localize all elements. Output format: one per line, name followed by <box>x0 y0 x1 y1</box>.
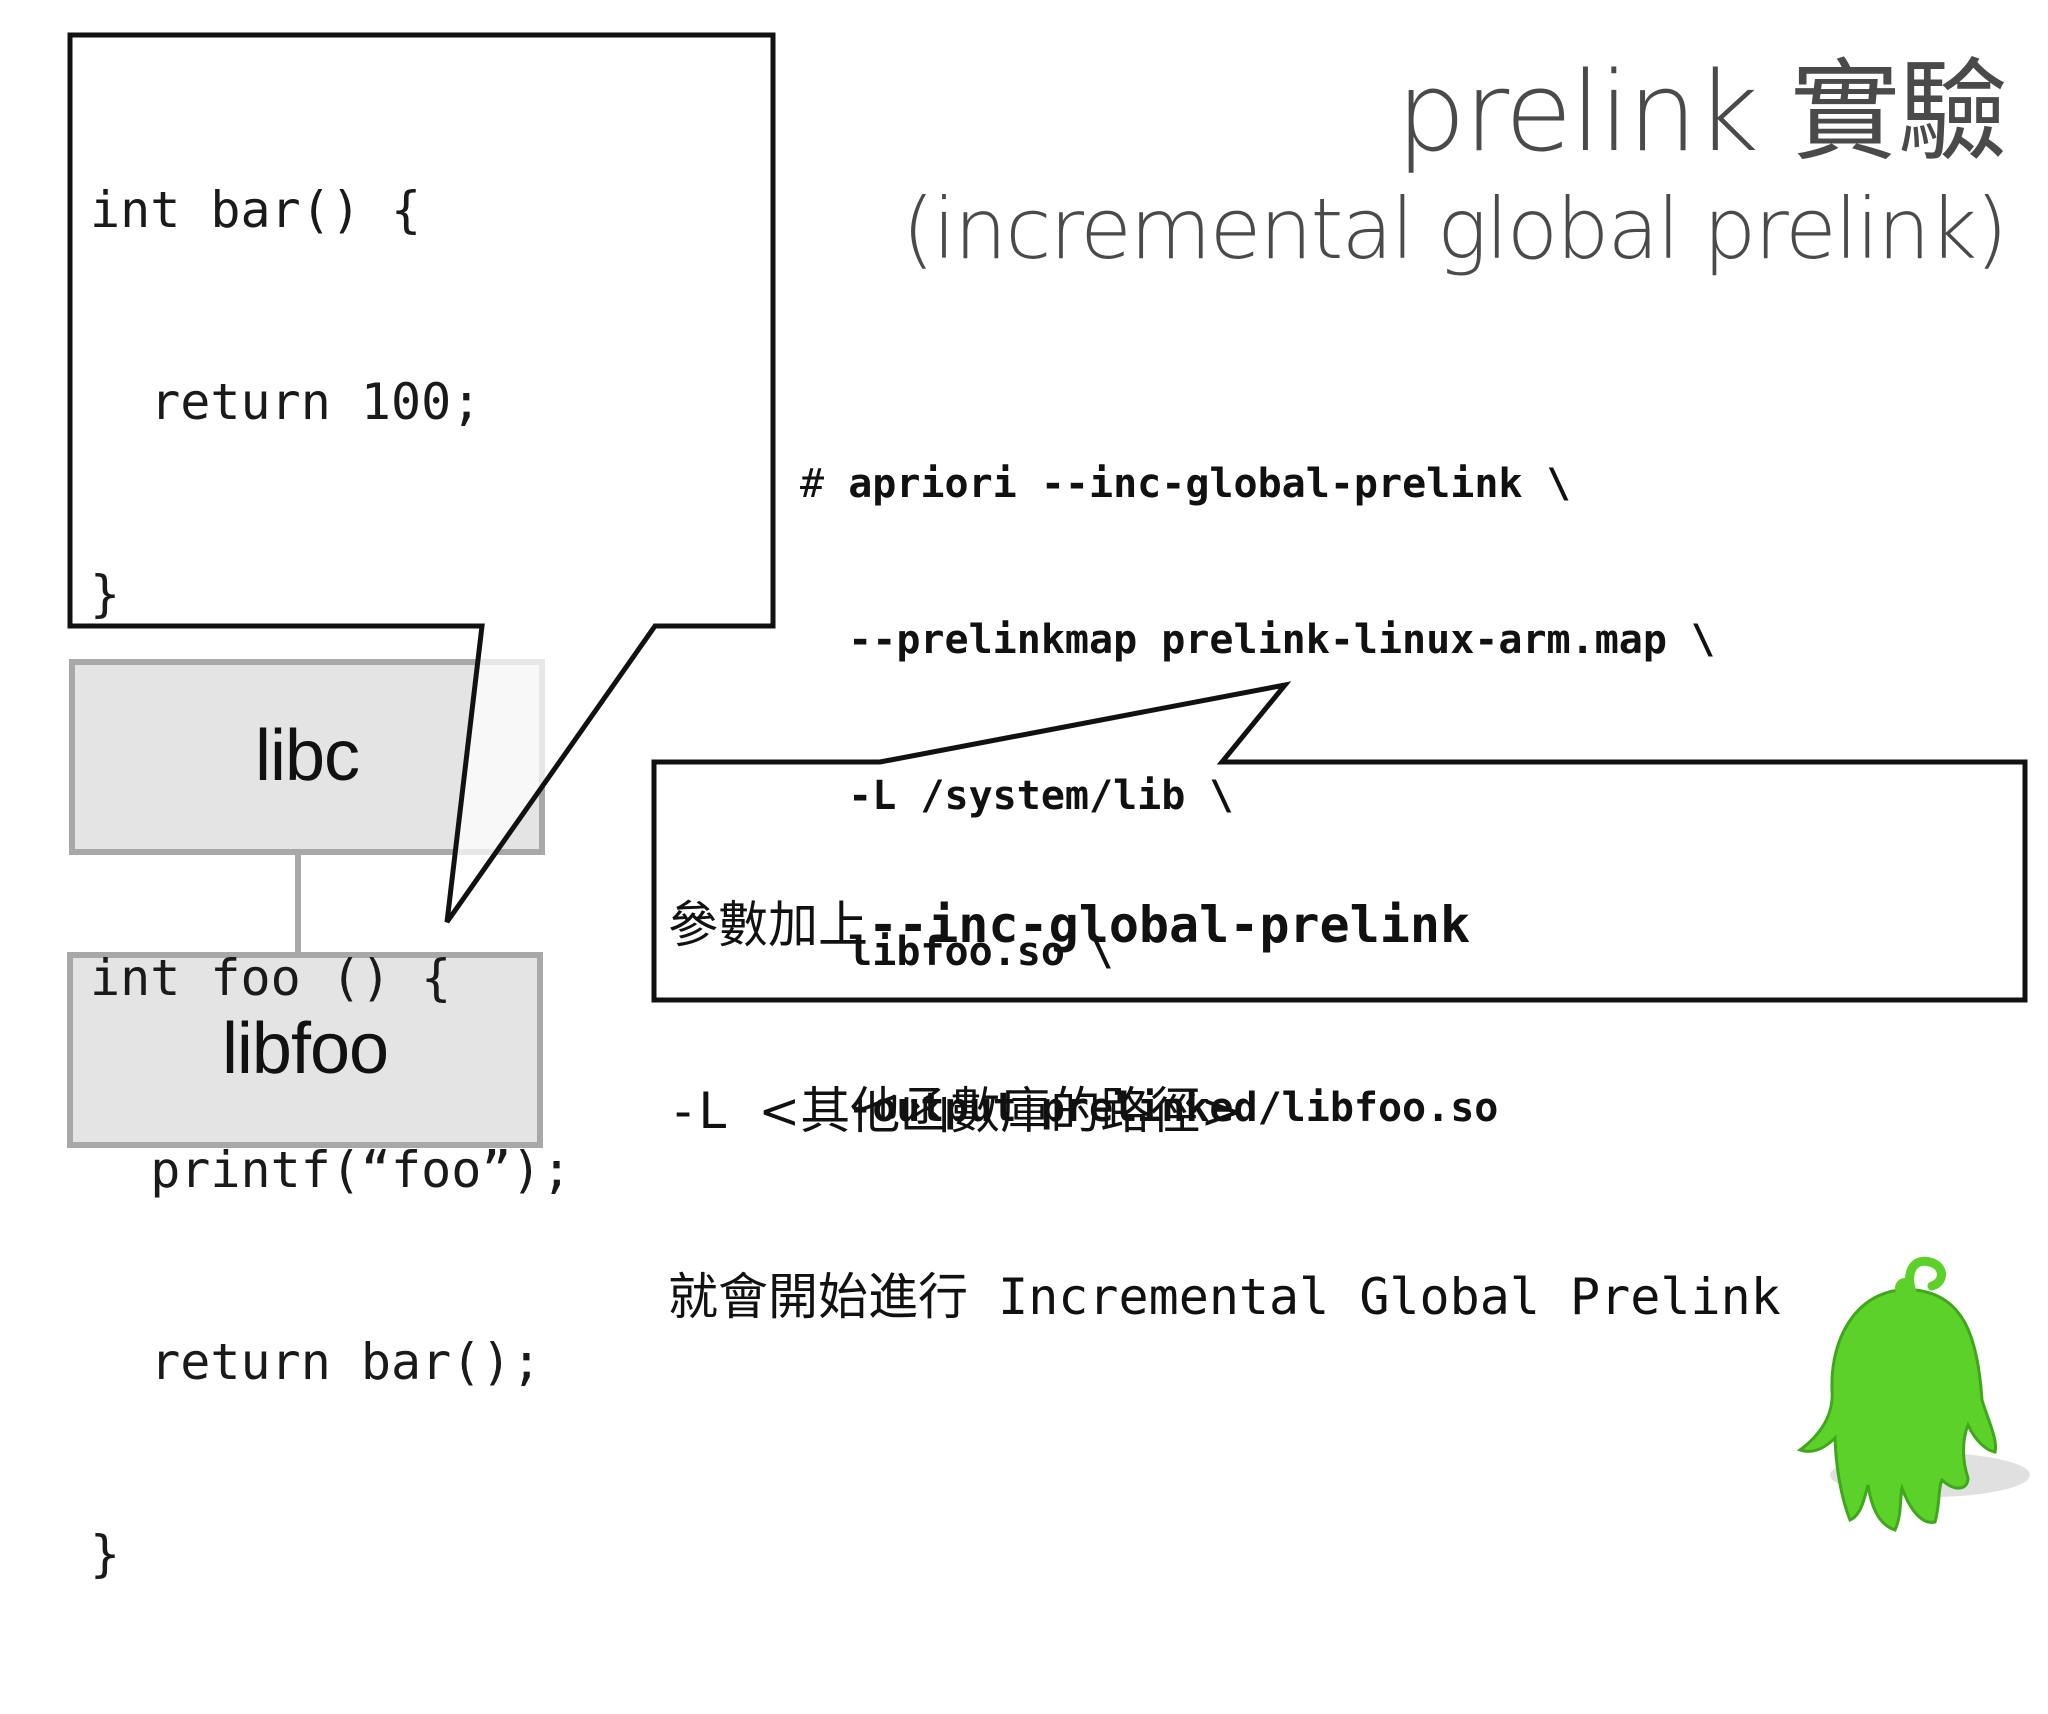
slide: prelink 實驗 (incremental global prelink) … <box>0 0 2048 1535</box>
command-text: apriori --inc-global-prelink \ <box>848 461 1570 507</box>
note-line-2: -L <其他函數庫的路徑> <box>668 1080 1781 1142</box>
command-line: --prelinkmap prelink-linux-arm.map \ <box>800 614 1715 666</box>
note-text-block: 參數加上--inc-global-prelink -L <其他函數庫的路徑> 就… <box>668 770 1781 1452</box>
note-flag: -L <box>668 1082 758 1140</box>
command-prompt: # <box>800 461 824 507</box>
code-line: return 100; <box>90 370 572 434</box>
code-line: int foo () { <box>90 946 572 1010</box>
command-text: --prelinkmap prelink-linux-arm.map \ <box>848 617 1715 663</box>
slide-subtitle: (incremental global prelink) <box>902 180 2006 278</box>
green-mascot-icon <box>1800 1261 2030 1530</box>
libfoo-label: libfoo <box>70 1008 540 1090</box>
code-line: return bar(); <box>90 1330 572 1394</box>
note-line-3: 就會開始進行 Incremental Global Prelink <box>668 1266 1781 1328</box>
code-line: } <box>90 562 572 626</box>
note-text: <其他函數庫的路徑> <box>758 1082 1242 1140</box>
note-text: Incremental Global Prelink <box>968 1268 1781 1326</box>
slide-title: prelink 實驗 <box>1396 22 2006 182</box>
source-code-block: int bar() { return 100; } int foo () { p… <box>90 50 572 1714</box>
code-line: printf(“foo”); <box>90 1138 572 1202</box>
note-prefix: 參數加上 <box>668 896 868 954</box>
code-line: } <box>90 1522 572 1586</box>
note-prefix: 就會開始進行 <box>668 1268 968 1326</box>
code-line: int bar() { <box>90 178 572 242</box>
libc-label: libc <box>72 715 542 797</box>
note-line-1: 參數加上--inc-global-prelink <box>668 894 1781 956</box>
command-line: # apriori --inc-global-prelink \ <box>800 458 1715 510</box>
note-flag: --inc-global-prelink <box>868 896 1470 954</box>
